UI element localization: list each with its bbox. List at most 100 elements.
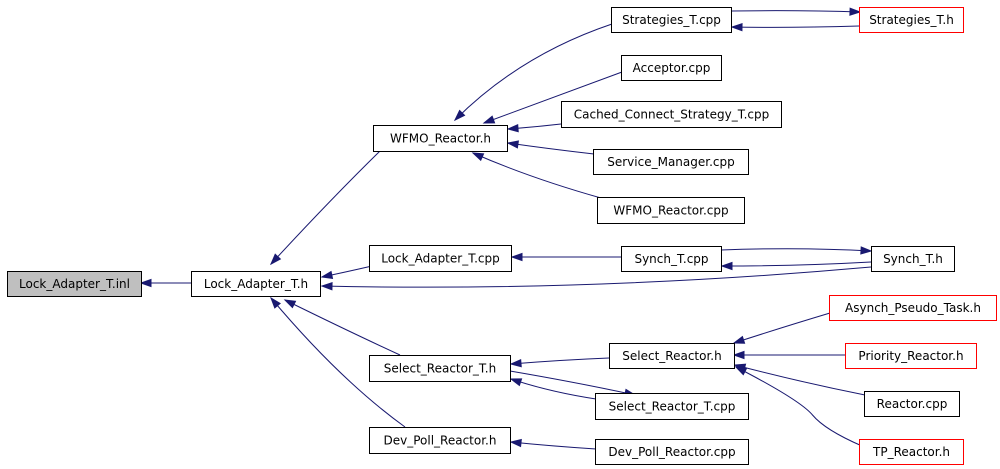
edge-line (507, 142, 595, 155)
dependency-edge (509, 438, 597, 450)
arrowhead (320, 270, 334, 279)
dependency-edge (509, 370, 637, 397)
edge-line (284, 299, 401, 356)
arrowhead (509, 438, 522, 448)
node-select-reactor-h[interactable]: Select_Reactor.h (609, 343, 735, 369)
node-strategies-t-cpp[interactable]: Strategies_T.cpp (611, 7, 732, 33)
dependency-edge (320, 265, 373, 279)
dependency-edge (730, 22, 860, 32)
node-box (609, 343, 735, 369)
node-box (859, 7, 964, 33)
arrowhead (506, 124, 519, 133)
node-wfmo-reactor-h[interactable]: WFMO_Reactor.h (373, 125, 508, 152)
node-box (369, 427, 511, 454)
dependency-edge (732, 312, 831, 344)
node-synch-t-h[interactable]: Synch_T.h (871, 246, 955, 272)
edge-line (730, 10, 861, 13)
node-box (597, 197, 745, 224)
arrowhead (453, 109, 466, 122)
dependency-edge (732, 350, 845, 360)
node-box (621, 246, 722, 272)
dependency-edge (720, 246, 873, 255)
node-box (621, 55, 722, 81)
node-box (595, 393, 749, 420)
arrowhead (269, 253, 282, 266)
edge-line (509, 370, 636, 396)
node-box (373, 125, 508, 152)
node-select-reactor-t-cpp[interactable]: Select_Reactor_T.cpp (595, 393, 749, 420)
arrowhead (509, 378, 523, 387)
edge-line (454, 23, 613, 121)
node-label: TP_Reactor.h (872, 445, 950, 459)
dependency-edge (320, 266, 872, 291)
node-reactor-cpp[interactable]: Reactor.cpp (864, 391, 960, 417)
node-synch-t-cpp[interactable]: Synch_T.cpp (621, 246, 722, 272)
edge-line (731, 25, 860, 28)
edge-line (734, 364, 866, 396)
node-strategies-t-h[interactable]: Strategies_T.h (859, 7, 964, 33)
node-service-manager-cpp[interactable]: Service_Manager.cpp (593, 149, 749, 175)
node-box (829, 295, 997, 321)
arrowhead (283, 299, 297, 309)
node-label: Select_Reactor_T.h (384, 362, 496, 376)
arrowhead (510, 252, 523, 262)
arrowhead (320, 282, 333, 291)
node-label: Select_Reactor.h (622, 349, 721, 363)
edge-line (321, 266, 872, 288)
node-box (871, 246, 955, 272)
node-label: Priority_Reactor.h (858, 349, 963, 363)
node-label: Service_Manager.cpp (607, 155, 735, 169)
node-box (859, 439, 964, 465)
dependency-edge (509, 378, 597, 400)
node-label: WFMO_Reactor.cpp (613, 204, 728, 218)
dependency-edge (506, 140, 595, 155)
node-box (369, 355, 511, 382)
node-box (595, 439, 749, 465)
dependency-edge (734, 366, 863, 447)
node-lock-adapter-t-h[interactable]: Lock_Adapter_T.h (191, 271, 321, 297)
edge-line (720, 248, 872, 252)
node-label: Asynch_Pseudo_Task.h (845, 301, 981, 315)
node-label: Cached_Connect_Strategy_T.cpp (574, 108, 770, 122)
node-lock-adapter-t-cpp[interactable]: Lock_Adapter_T.cpp (369, 245, 512, 272)
arrowhead (732, 335, 746, 344)
node-label: Dev_Poll_Reactor.h (384, 434, 497, 448)
node-asynch-pseudo-task-h[interactable]: Asynch_Pseudo_Task.h (829, 295, 997, 321)
dependency-edge (453, 23, 613, 122)
node-select-reactor-t-h[interactable]: Select_Reactor_T.h (369, 355, 511, 382)
dependency-edge (139, 278, 191, 288)
node-label: Select_Reactor_T.cpp (609, 400, 736, 414)
node-acceptor-cpp[interactable]: Acceptor.cpp (621, 55, 722, 81)
node-dev-poll-reactor-h[interactable]: Dev_Poll_Reactor.h (369, 427, 511, 454)
node-cached-connect-strategy-t-cpp[interactable]: Cached_Connect_Strategy_T.cpp (561, 101, 782, 128)
node-box (864, 391, 960, 417)
node-box (611, 7, 732, 33)
node-label: Strategies_T.cpp (622, 13, 721, 27)
node-label: Synch_T.h (883, 252, 943, 266)
node-dev-poll-reactor-cpp[interactable]: Dev_Poll_Reactor.cpp (595, 439, 749, 465)
edge-line (270, 297, 406, 428)
arrowhead (471, 152, 485, 162)
edge-line (733, 312, 831, 344)
node-priority-reactor-h[interactable]: Priority_Reactor.h (845, 343, 977, 369)
dependency-edge (482, 71, 623, 124)
node-label: Dev_Poll_Reactor.cpp (608, 445, 735, 459)
node-box (561, 101, 782, 128)
dependency-edge (510, 252, 622, 262)
edge-line (483, 71, 623, 124)
dependency-edge (509, 357, 610, 368)
node-label: Reactor.cpp (877, 397, 948, 411)
node-tp-reactor-h[interactable]: TP_Reactor.h (859, 439, 964, 465)
dependency-edge (730, 7, 862, 16)
dependency-edge (270, 296, 406, 428)
node-label: Strategies_T.h (869, 13, 954, 27)
arrowhead (849, 7, 862, 16)
node-box (593, 149, 749, 175)
node-box (369, 245, 512, 272)
node-wfmo-reactor-cpp[interactable]: WFMO_Reactor.cpp (597, 197, 745, 224)
arrowhead (270, 296, 281, 309)
edge-line (270, 150, 381, 265)
dependency-edge (506, 123, 562, 133)
edge-line (472, 152, 602, 199)
